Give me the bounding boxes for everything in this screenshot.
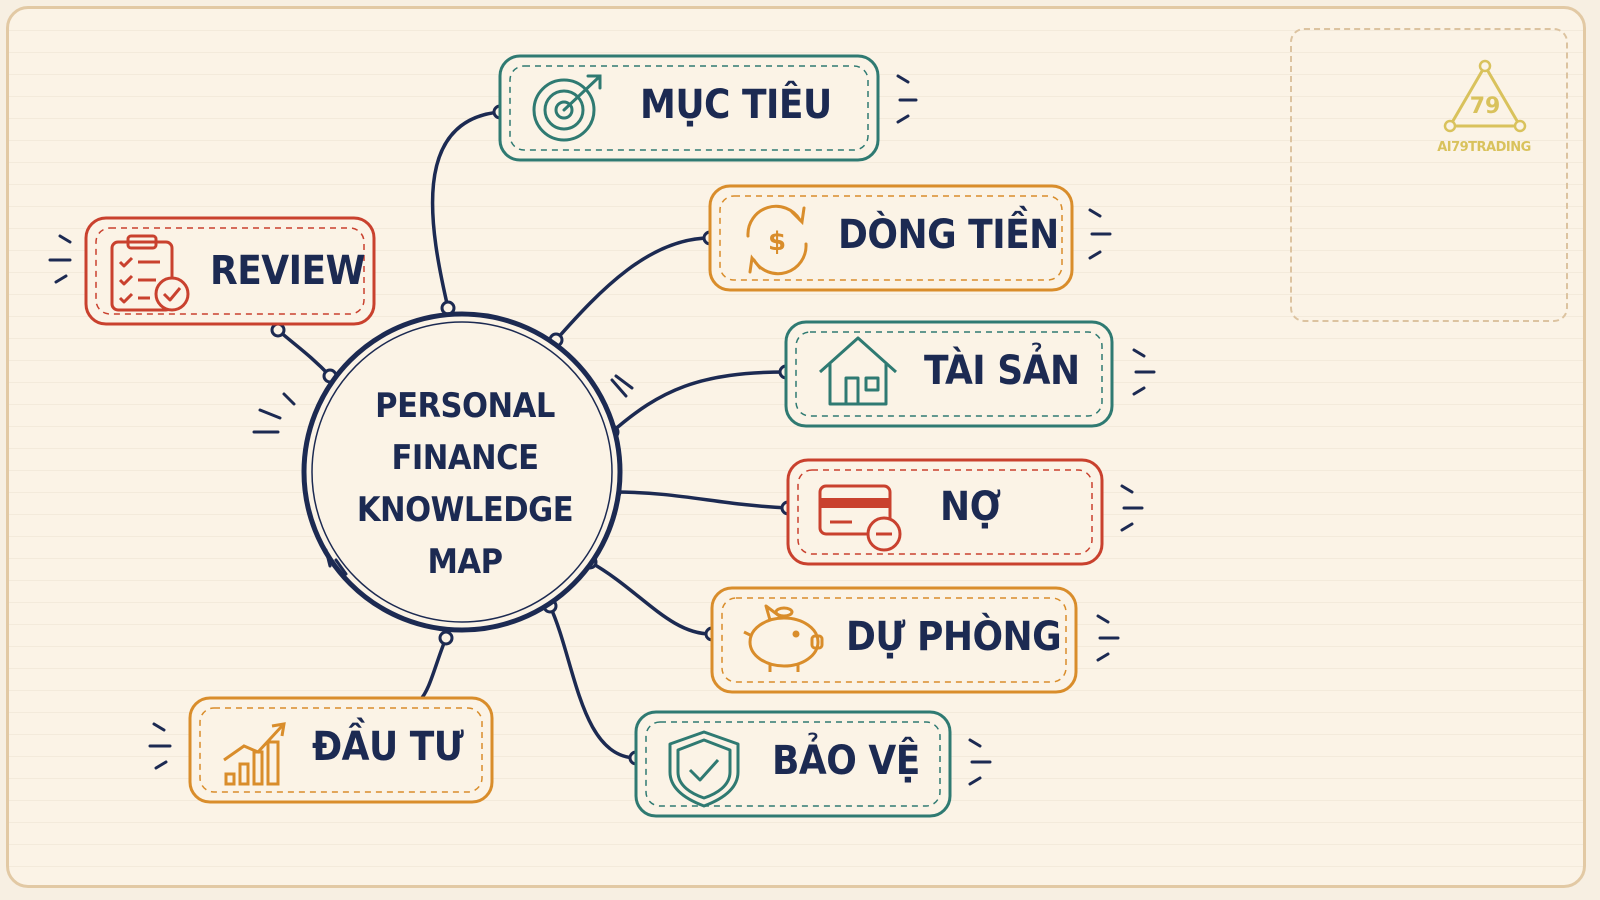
node-label-dong-tien: DÒNG TIỀN [838,212,1059,258]
node-label-review: REVIEW [210,248,365,294]
checklist-icon [110,234,190,312]
growth-chart-icon [223,722,286,786]
box-dau-tu [188,696,494,804]
node-label-du-phong: DỰ PHÒNG [846,614,1062,660]
connector-no [612,490,790,510]
connector-bao-ve [548,604,638,760]
logo-text: AI79TRADING [1437,140,1531,155]
node-label-dau-tu: ĐẦU TƯ [312,724,464,770]
piggy-bank-icon [743,604,824,672]
node-label-bao-ve: BẢO VỆ [772,738,920,784]
center-circle [301,311,623,633]
shield-check-icon [668,730,740,808]
node-label-tai-san: TÀI SẢN [924,348,1080,394]
connector-dau-tu [418,636,448,702]
connector-muc-tieu [430,110,502,310]
connector-du-phong [588,560,714,636]
center-title-line-2: FINANCE [391,438,540,478]
svg-text:$: $ [768,227,786,257]
connector-dong-tien [554,236,712,342]
connector-review [276,328,332,378]
connector-tai-san [610,370,788,434]
center-title-line-1: PERSONAL [375,386,555,426]
target-icon [532,74,602,142]
cash-flow-icon: $ [746,204,808,276]
credit-card-minus-icon [818,484,902,552]
box-du-phong [710,586,1078,694]
box-bao-ve [634,710,952,818]
house-icon [818,336,898,406]
node-label-no: NỢ [940,484,1001,530]
logo-placeholder-box [1290,28,1568,322]
logo-mark-text: 79 [1470,94,1501,119]
node-label-muc-tieu: MỤC TIÊU [640,82,832,128]
ai79-logo-mark: 79 [1443,59,1527,133]
center-title: PERSONAL FINANCE KNOWLEDGE MAP [320,380,610,588]
center-title-line-3: KNOWLEDGE MAP [356,490,574,582]
